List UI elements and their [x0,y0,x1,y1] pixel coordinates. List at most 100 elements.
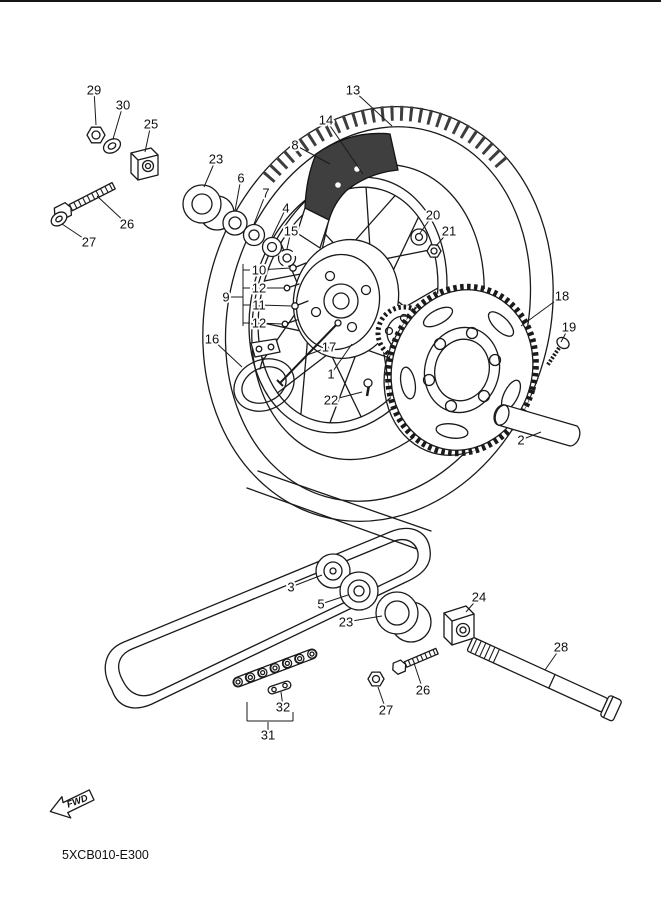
bearing-bore [329,567,337,575]
part-number-27: 27 [82,235,96,250]
part-number-28: 28 [554,640,568,655]
block-hole [141,159,155,173]
callout-line-14 [325,119,364,175]
part-number-4: 4 [282,201,289,216]
chain-roller [257,667,268,678]
chain-loop-outer [104,527,431,709]
nipple-head [363,378,373,388]
callout-line-26 [96,195,128,225]
chain-run-lower [246,487,418,550]
bolt-threads [407,649,436,666]
bearing-inner [228,216,242,230]
circlip-ring [277,248,297,268]
part-number-23: 23 [339,615,353,630]
sprocket-slot [399,366,417,400]
hub-center [323,283,359,319]
bolt-10-shaft [295,262,307,268]
sprocket-bolt-hole [488,353,502,367]
washer-hole [107,142,117,150]
fwd-arrow: FWD [49,789,95,819]
chain-links [232,648,318,688]
block-edges [130,152,159,181]
callout-line-13 [352,89,393,127]
rim-band-dark [296,132,399,249]
collar-front [182,184,222,224]
nipple-22 [363,378,373,397]
nut-21 [426,244,442,258]
bearing-6 [222,210,248,236]
part-number-2: 2 [517,433,524,448]
part-number-10: 10 [252,263,266,278]
spacer-4 [261,236,283,258]
callout-line-26 [413,662,424,691]
callout-line-3 [290,574,323,588]
part-number-17: 17 [322,340,336,355]
tire-tread-hatch [262,105,512,183]
collar-23-bottom [375,591,432,643]
part-number-30: 30 [116,98,130,113]
collar-bore [191,193,213,215]
part-number-23: 23 [209,152,223,167]
axle-head [600,695,622,722]
callout-line-15 [286,230,292,250]
nut-27-bottom [367,671,385,687]
callout-line-5 [320,594,349,605]
collar-bore [384,600,410,626]
seal-5 [339,571,379,611]
part-number-22: 22 [324,393,338,408]
seal-inner [347,579,371,603]
part-number-14: 14 [319,113,333,128]
spoke-17 [276,319,342,387]
spacer-inner [266,241,278,253]
sprocket-slot [435,423,469,439]
plate-hole [267,343,275,351]
bolt-shaft [545,346,561,368]
circlip-15 [277,248,297,268]
chain-puller-block-24 [443,605,475,646]
block-edges [443,612,475,646]
chain-roller-pin [296,656,303,662]
callout-line-28 [544,646,562,671]
collar-end [493,404,510,426]
bolt-12-shaft [289,283,300,288]
part-number-31: 31 [261,728,275,743]
bearing-7 [242,223,266,247]
axle-shaft [466,637,608,713]
washer-hole [414,232,424,242]
callout-line-20 [419,214,434,234]
sprocket-outline [390,289,534,451]
collar-23-top [182,184,235,231]
nut-body [86,126,106,144]
link-pin [282,682,288,689]
part-number-16: 16 [205,332,219,347]
callout-line-4 [271,207,287,238]
washer-30 [102,138,122,154]
callout-line-7 [253,192,267,225]
hub-bore [332,292,350,310]
washer-hole [55,215,63,223]
part-number-11: 11 [252,298,266,313]
callout-line-19 [560,326,570,343]
master-link-32 [267,680,292,695]
callout-line-30 [112,104,124,140]
spoke-nipple [334,319,342,327]
rim-band-hole [335,182,341,188]
callout-line-16 [211,338,243,368]
axle-collar-line [548,673,556,689]
nut-hole [91,130,101,140]
nut-body [426,244,442,258]
callout-line-23 [203,158,217,188]
bracket-lines [242,264,250,326]
bolt-11 [291,302,299,310]
sprocket-slot [487,311,515,337]
bolt-head [392,659,407,675]
callout-line-12 [258,322,283,325]
rim-band-hole [354,166,360,172]
collar-front [375,591,419,635]
bolt-26-bottom [392,647,439,675]
bearing-outer [222,210,248,236]
callout-line-27 [377,686,387,711]
callout-bracket-31 [246,702,294,722]
chain-roller-pin [235,679,241,685]
